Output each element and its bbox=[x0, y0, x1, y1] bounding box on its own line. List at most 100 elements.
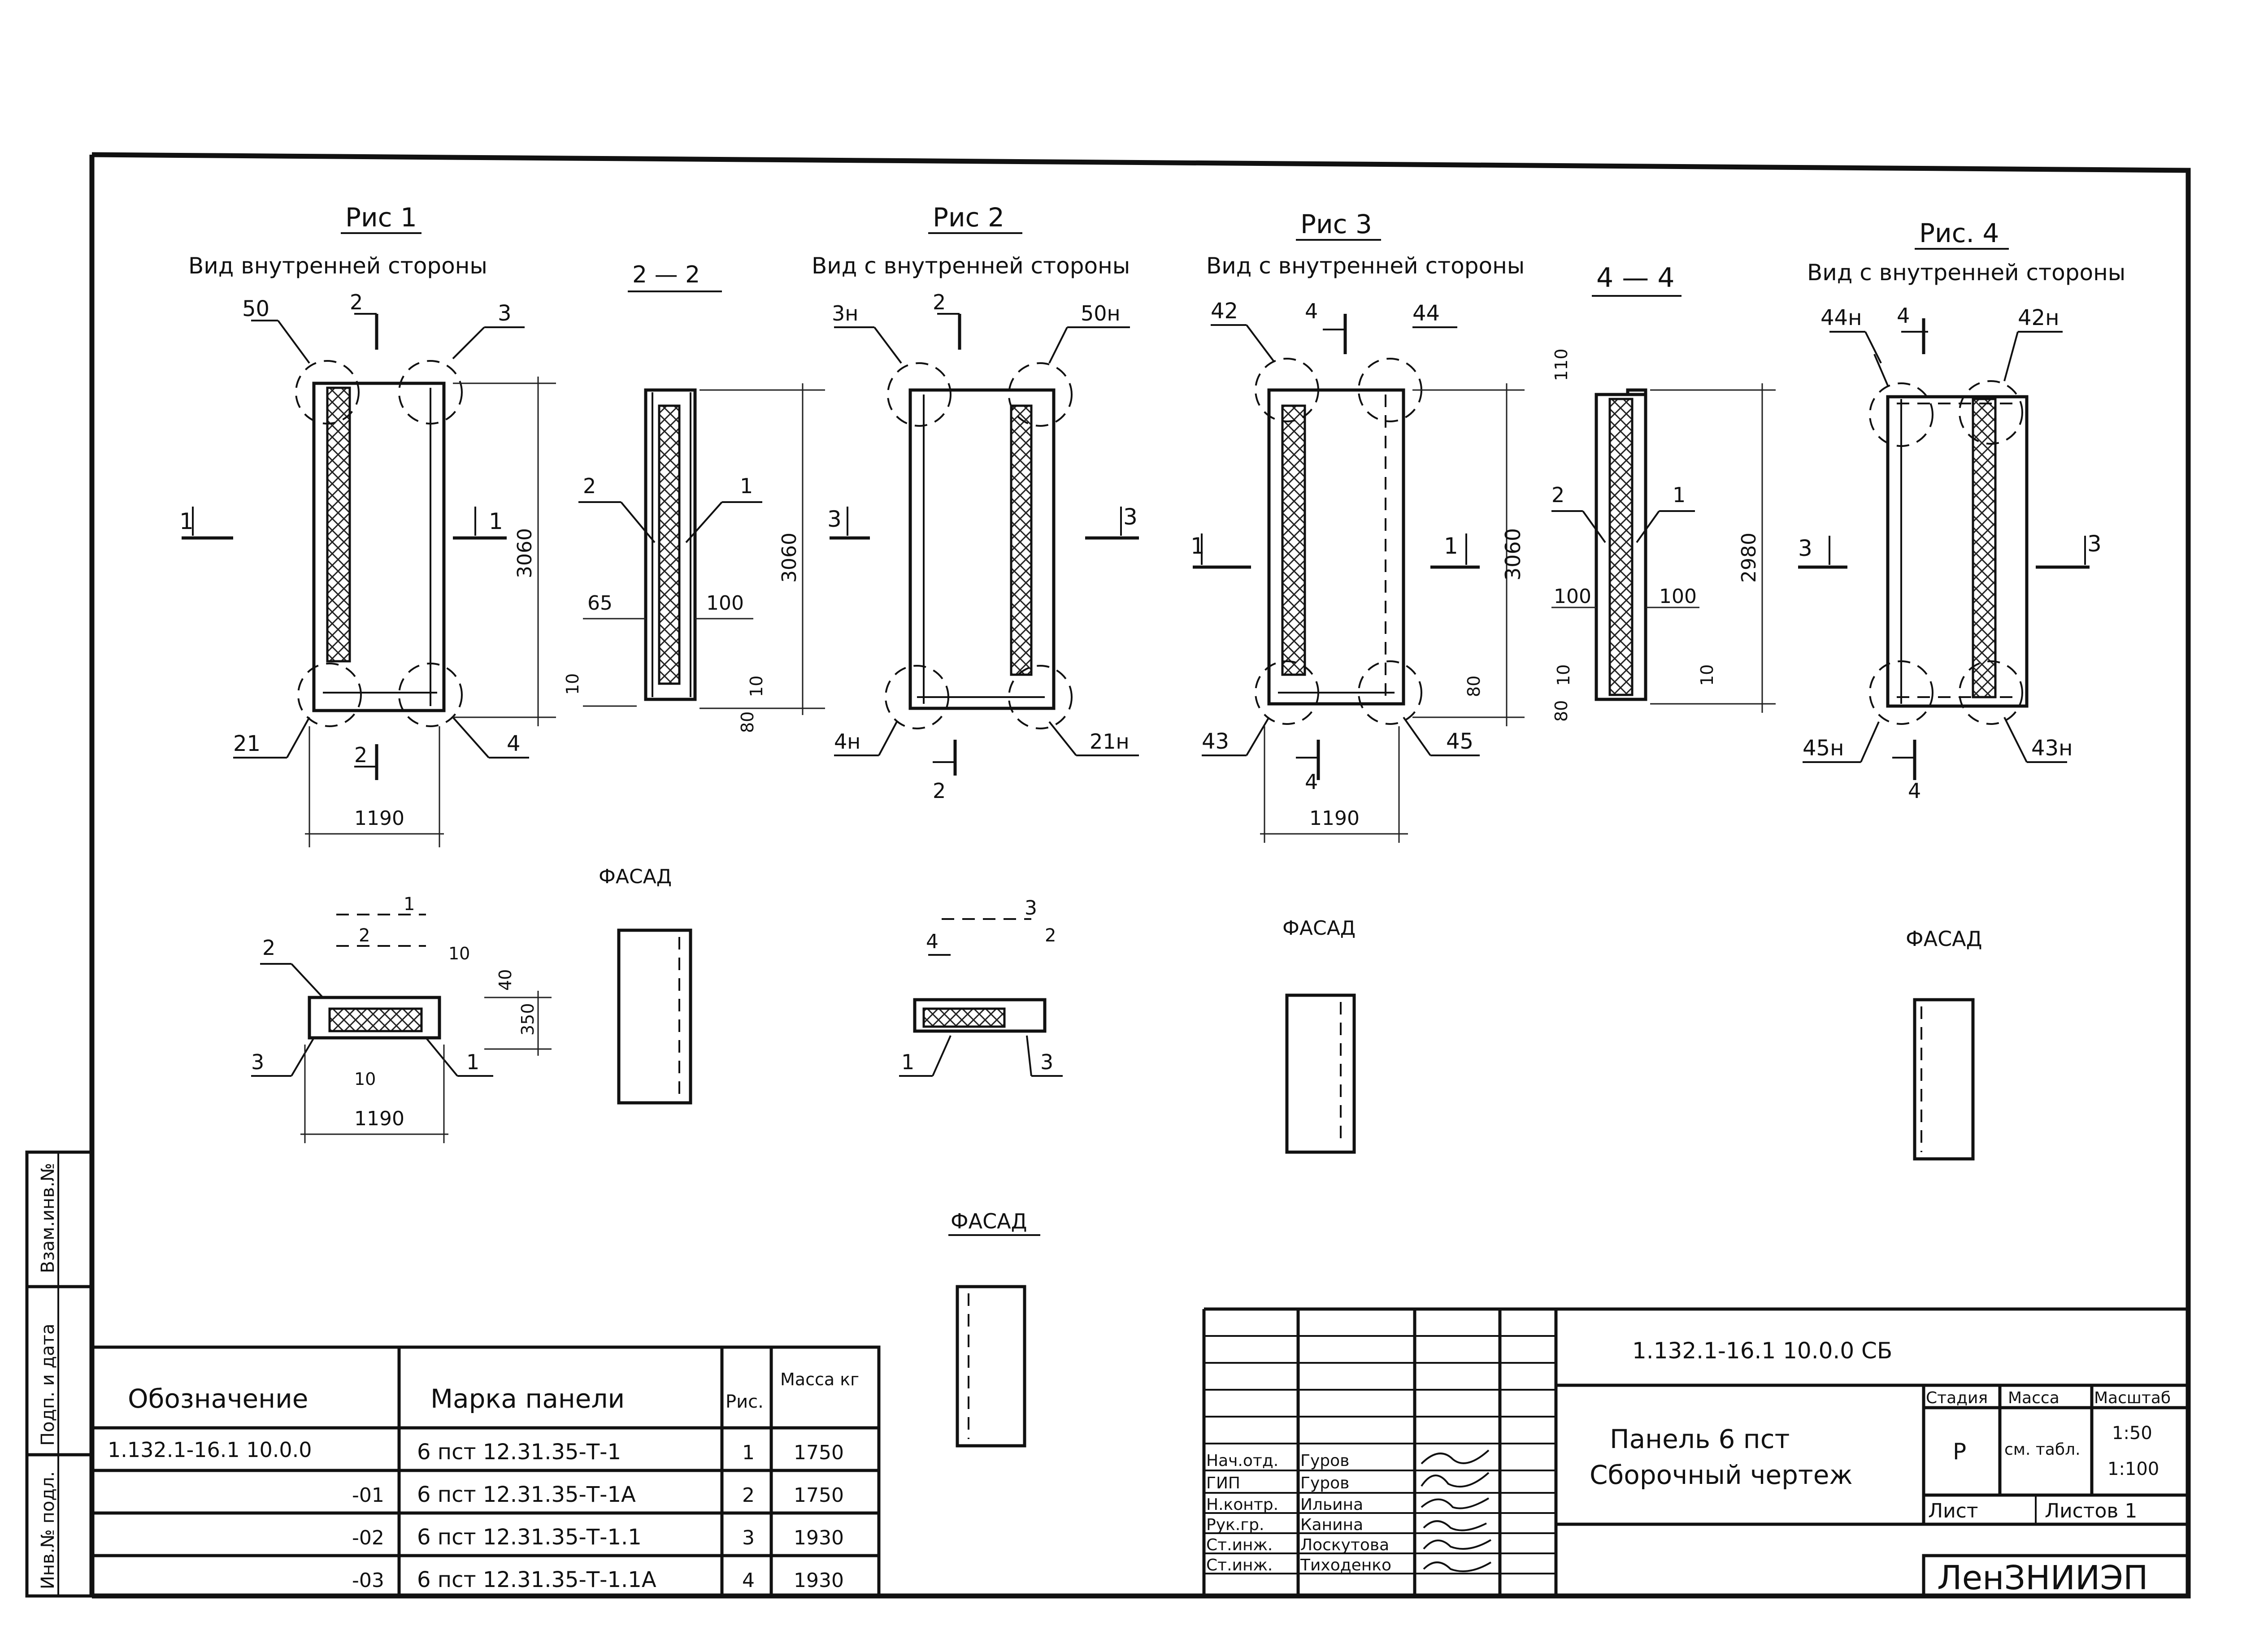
plan2-top-c: 2 bbox=[1045, 925, 1056, 946]
sec44-dim-bot-a: 10 bbox=[1554, 664, 1573, 686]
plan1-dim-d: 10 bbox=[354, 1069, 376, 1089]
sec22-panel bbox=[644, 388, 697, 701]
fig4-node-bl bbox=[1869, 660, 1934, 725]
fig4-cut-left: 3 bbox=[1798, 535, 1812, 561]
fig1-callout-tr: 3 bbox=[498, 301, 512, 326]
fig1-dim-height: 3060 bbox=[513, 528, 536, 578]
fig4-callout-bl: 45н bbox=[1803, 736, 1844, 761]
tb-staff-0-name: Гуров bbox=[1300, 1452, 1349, 1470]
stamp-cell-replace: Взам.инв.№ bbox=[38, 1163, 58, 1273]
plan1-dim-c: 350 bbox=[518, 1003, 538, 1036]
spec-r1-c0: -01 bbox=[352, 1484, 384, 1507]
sec22-insulation bbox=[658, 404, 681, 685]
fig3-callout-tl: 42 bbox=[1211, 299, 1238, 324]
sec22-dim-bot-c: 80 bbox=[738, 711, 757, 733]
fig1-sec-bot: 2 bbox=[354, 743, 367, 767]
fig2-callout-bl: 4н bbox=[834, 729, 860, 754]
plan1-dim-b: 40 bbox=[495, 969, 515, 991]
fig1-insulation bbox=[326, 386, 351, 663]
fig1-callout-bl: 21 bbox=[233, 731, 261, 756]
fig1-callout-tl: 50 bbox=[242, 296, 269, 321]
fig2-callout-tl: 3н bbox=[832, 301, 858, 325]
side-stamp: Взам.инв.№ Подп. и дата Инв.№ подл. bbox=[25, 1150, 94, 1598]
spec-r2-c2: 3 bbox=[742, 1526, 755, 1549]
sec44-insulation bbox=[1608, 398, 1634, 696]
fig3-cut-right: 1 bbox=[1444, 533, 1458, 559]
tb-staff-4-name: Лоскутова bbox=[1300, 1536, 1389, 1554]
fig2-node-br bbox=[1008, 665, 1073, 729]
tb-staff-3-name: Канина bbox=[1300, 1516, 1363, 1534]
plan1-top-b: 2 bbox=[359, 925, 370, 946]
sec44-dim-bot-c: 80 bbox=[1464, 676, 1484, 697]
fig3-callout-bl: 43 bbox=[1202, 729, 1229, 754]
fig2-cut-right: 3 bbox=[1123, 504, 1138, 530]
facade3-label: ФАСАД bbox=[1906, 927, 1982, 951]
fig2-callout-tr: 50н bbox=[1081, 301, 1121, 325]
tb-scale-header: Масштаб bbox=[2094, 1389, 2171, 1407]
tb-stage-header: Стадия bbox=[1926, 1389, 1988, 1407]
spec-header-designation: Обозначение bbox=[128, 1383, 308, 1414]
sec44-dim-bot-d: 80 bbox=[1551, 700, 1571, 722]
fig4-callout-tr: 42н bbox=[2018, 305, 2059, 330]
spec-r2-c1: 6 пст 12.31.35-Т-1.1 bbox=[417, 1525, 642, 1550]
fig1-node-tl bbox=[295, 360, 360, 425]
plan2-insulation bbox=[922, 1007, 1006, 1028]
fig1-cut-right: 1 bbox=[489, 508, 503, 534]
fig3-cut-left: 1 bbox=[1191, 533, 1205, 559]
tb-staff-5-role: Ст.инж. bbox=[1206, 1556, 1273, 1574]
spec-r1-c2: 2 bbox=[742, 1484, 755, 1507]
fig4-callout-tl: 44н bbox=[1821, 305, 1862, 330]
tb-title-line2: Сборочный чертеж bbox=[1590, 1460, 1853, 1490]
stamp-cell-sign: Подп. и дата bbox=[38, 1324, 58, 1446]
spec-header-mass: Масса кг bbox=[780, 1370, 859, 1389]
spec-r3-c2: 4 bbox=[742, 1569, 755, 1592]
figure-3: Рис 3 Вид с внутренней стороны 42 44 43 … bbox=[1191, 209, 1525, 843]
fig4-node-tl bbox=[1869, 382, 1934, 447]
facade-1: ФАСАД bbox=[599, 865, 692, 1105]
spec-header-fig: Рис. bbox=[726, 1392, 764, 1412]
facade1-label: ФАСАД bbox=[599, 865, 672, 888]
fig4-sec-top: 4 bbox=[1897, 304, 1910, 328]
fig1-subtitle: Вид внутренней стороны bbox=[188, 253, 487, 279]
figure-2: Рис 2 Вид с внутренней стороны 3н 50н 4н… bbox=[812, 202, 1139, 803]
spec-r3-c0: -03 bbox=[352, 1569, 384, 1592]
plan-2: 3 2 4 1 3 bbox=[899, 897, 1063, 1077]
sheet-frame bbox=[91, 152, 2191, 1599]
fig2-sec-top: 2 bbox=[933, 290, 946, 314]
section-2-2: 2 — 2 2 1 65 100 3060 10 10 80 bbox=[563, 261, 825, 733]
tb-scale1: 1:50 bbox=[2112, 1423, 2152, 1444]
fig3-dim-height: 3060 bbox=[1501, 528, 1525, 581]
spec-header-mark: Марка панели bbox=[430, 1383, 625, 1414]
fig1-panel-outline bbox=[312, 382, 446, 712]
tb-mass-header: Масса bbox=[2008, 1389, 2060, 1407]
plan1-lbl-b: 3 bbox=[251, 1050, 264, 1074]
facade-3: ФАСАД bbox=[1906, 927, 1982, 1161]
sec44-lbl-b: 1 bbox=[1673, 483, 1686, 507]
tb-staff-3-role: Рук.гр. bbox=[1206, 1516, 1264, 1534]
plan1-dim-a: 10 bbox=[448, 944, 470, 963]
plan2-lbl-a: 1 bbox=[901, 1050, 914, 1074]
sec22-title: 2 — 2 bbox=[632, 261, 700, 288]
fig3-node-br bbox=[1358, 660, 1422, 725]
plan2-lbl-b: 3 bbox=[1040, 1050, 1053, 1074]
tb-sheets-label: Листов 1 bbox=[2045, 1500, 2137, 1522]
sec44-dim-height: 2980 bbox=[1738, 533, 1760, 583]
fig1-node-br bbox=[398, 663, 463, 727]
sec22-dim-bot-b: 10 bbox=[747, 676, 766, 697]
spec-r0-c2: 1 bbox=[742, 1441, 755, 1464]
fig2-title: Рис 2 bbox=[933, 202, 1004, 233]
fig4-title: Рис. 4 bbox=[1919, 218, 1999, 248]
fig4-sec-bot: 4 bbox=[1908, 779, 1921, 803]
fig3-node-bl bbox=[1255, 660, 1319, 725]
spec-table: Обозначение Марка панели Рис. Масса кг 1… bbox=[92, 1345, 881, 1596]
fig2-insulation bbox=[1010, 404, 1033, 676]
sec44-dim-right: 100 bbox=[1659, 585, 1697, 608]
figure-4: Рис. 4 Вид с внутренней стороны 44н 42н … bbox=[1798, 218, 2125, 803]
sec44-dim-bot-b: 10 bbox=[1697, 664, 1717, 686]
fig2-node-bl bbox=[885, 665, 949, 729]
plan1-top-a: 1 bbox=[404, 894, 415, 915]
fig3-callout-tr: 44 bbox=[1412, 301, 1440, 326]
sec22-dim-bot-a: 10 bbox=[563, 673, 582, 695]
sec44-dim-left: 100 bbox=[1554, 585, 1591, 608]
